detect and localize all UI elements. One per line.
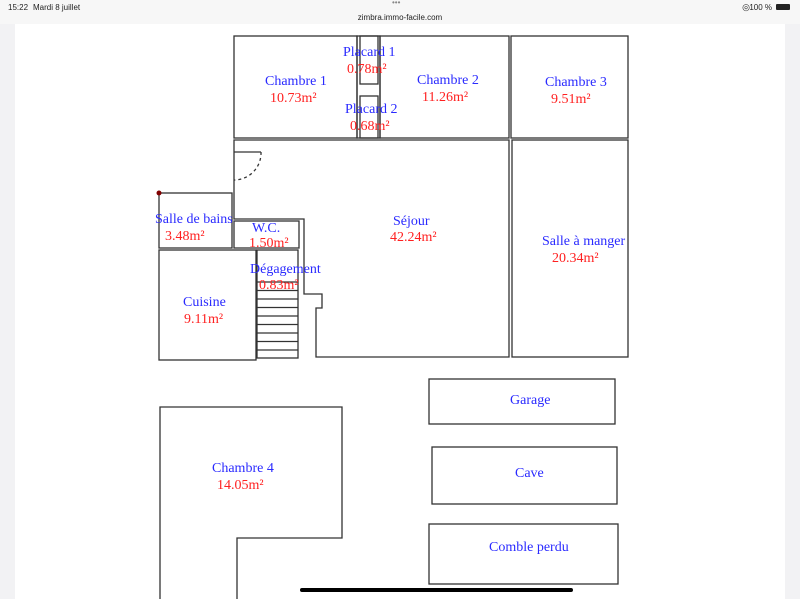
tab-menu-dots[interactable]: ••• <box>392 0 401 7</box>
room-area: 0.68m² <box>350 119 390 134</box>
wifi-icon: ◎ <box>742 2 750 12</box>
door-swing-arc <box>233 151 262 181</box>
room-chambre-2[interactable] <box>379 35 510 139</box>
room-name: Garage <box>510 393 551 408</box>
address-bar[interactable]: zimbra.immo-facile.com <box>357 13 443 22</box>
room-area: 14.05m² <box>217 478 264 493</box>
room-name: Salle à manger <box>542 234 626 249</box>
room-name: Salle de bains <box>155 212 233 227</box>
room-name: Dégagement <box>250 262 321 277</box>
web-page <box>15 24 785 599</box>
room-placard-1[interactable] <box>359 35 379 85</box>
room-area: 9.11m² <box>184 312 224 327</box>
staircase <box>257 281 298 351</box>
room-wc[interactable] <box>233 220 300 249</box>
room-placard-2[interactable] <box>359 95 379 139</box>
room-name: Cave <box>515 466 544 481</box>
room-name: Comble perdu <box>489 540 569 555</box>
room-area: 1.50m² <box>249 236 289 251</box>
room-name: Chambre 3 <box>545 75 607 90</box>
room-name: Séjour <box>393 214 430 229</box>
room-area: 9.51m² <box>551 92 591 107</box>
room-chambre-3[interactable] <box>510 35 629 139</box>
room-name: Cuisine <box>183 295 226 310</box>
room-area: 0.83m² <box>259 278 299 293</box>
room-garage[interactable] <box>428 378 616 425</box>
date: Mardi 8 juillet <box>33 3 81 12</box>
room-degagement[interactable] <box>256 249 299 359</box>
room-name: Chambre 4 <box>212 461 274 476</box>
room-salle-a-manger[interactable] <box>511 139 629 358</box>
room-name: Chambre 2 <box>417 73 479 88</box>
room-area: 20.34m² <box>552 251 599 266</box>
room-area: 10.73m² <box>270 91 317 106</box>
corner-marker <box>156 190 162 196</box>
room-name: Placard 2 <box>345 102 398 117</box>
room-salle-de-bains[interactable] <box>158 192 233 249</box>
room-name: Placard 1 <box>343 45 396 60</box>
room-name: Chambre 1 <box>265 74 327 89</box>
room-area: 42.24m² <box>390 230 437 245</box>
room-name: W.C. <box>252 221 281 236</box>
clock: 15:22 <box>8 3 29 12</box>
room-area: 11.26m² <box>422 90 469 105</box>
battery-icon <box>776 4 790 10</box>
room-area: 3.48m² <box>165 229 205 244</box>
room-cave[interactable] <box>431 446 618 505</box>
room-cuisine[interactable] <box>158 249 257 361</box>
room-area: 0.78m² <box>347 62 387 77</box>
room-comble-perdu[interactable] <box>428 523 619 585</box>
room-chambre-4[interactable] <box>159 406 343 599</box>
status-bar: 15:22 Mardi 8 juillet ••• zimbra.immo-fa… <box>0 0 800 24</box>
room-sejour[interactable] <box>233 139 510 358</box>
battery-level: 100 % <box>749 3 772 12</box>
home-indicator[interactable] <box>300 588 573 592</box>
